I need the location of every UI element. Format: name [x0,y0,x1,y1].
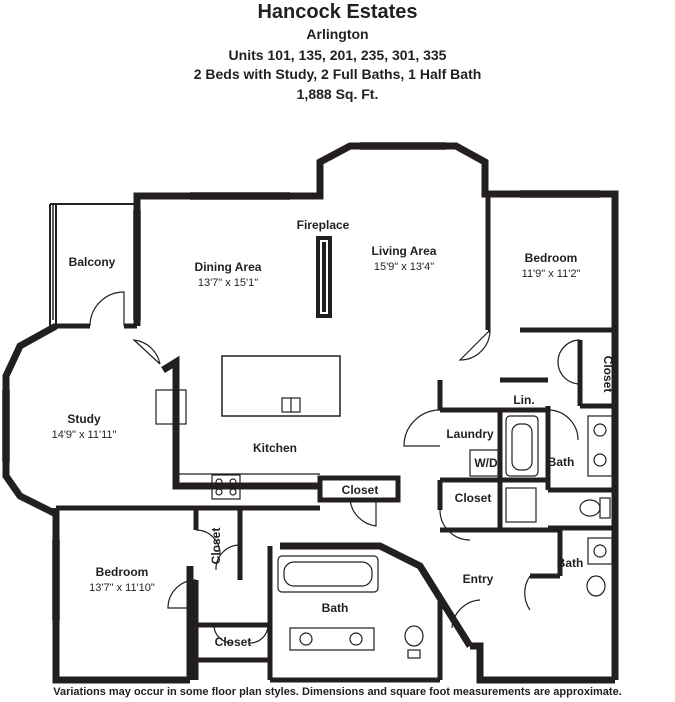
bath-center-label: Bath [322,601,349,615]
door-swings [89,291,581,644]
closet-left-label: Closet [209,528,223,565]
unit-layout: 2 Beds with Study, 2 Full Baths, 1 Half … [193,66,482,82]
interior-walls [56,194,615,683]
washer-dryer-icon [469,449,499,477]
disclaimer: Variations may occur in some floor plan … [53,686,622,698]
cooktop-icon [211,474,241,500]
toilet-half-icon [586,575,606,597]
bedroom-left-dims: 13'7" x 11'10" [89,582,155,594]
exterior-walls [2,142,619,684]
property-name: Hancock Estates [257,1,418,23]
living-area-dims: 15'9" x 13'4" [374,261,434,273]
unit-numbers: Units 101, 135, 201, 235, 301, 335 [228,47,447,63]
bathtub-center-icon [277,555,379,593]
vanity-half-icon [587,537,613,565]
entry-label: Entry [463,572,494,586]
laundry-label: Laundry [446,427,494,441]
bath-right-label: Bath [548,455,575,469]
closet-entry-label: Closet [455,491,492,505]
dining-area-label: Dining Area [195,260,262,274]
square-footage: 1,888 Sq. Ft. [296,86,379,102]
toilet-center-icon [404,625,424,659]
living-area-label: Living Area [372,244,437,258]
fireplace-icon [316,236,332,318]
fireplace-label: Fireplace [297,218,350,232]
shower-icon [505,487,537,523]
kitchen-counter [155,389,320,486]
kitchen-sink-icon [281,397,301,413]
location: Arlington [306,26,369,42]
bathtub-icon [505,415,539,477]
study-label: Study [67,412,101,426]
bath-half-label: Bath [557,556,584,570]
balcony-outline [49,203,137,326]
closet-bottom-label: Closet [215,635,252,649]
bedroom-right-dims: 11'9" x 11'2" [522,268,581,280]
study-dims: 14'9" x 11'11" [52,429,117,441]
washer-dryer-label: W/D [474,456,498,470]
vanity-center-icon [289,627,375,651]
bedroom-right-label: Bedroom [525,251,578,265]
balcony-label: Balcony [69,255,116,269]
toilet-right-icon [579,497,611,519]
windows [2,142,600,620]
closet-right-label: Closet [601,356,615,393]
dining-area-dims: 13'7" x 15'1" [198,277,258,289]
kitchen-island [221,355,341,417]
kitchen-label: Kitchen [253,441,297,455]
bedroom-left-label: Bedroom [96,565,149,579]
linen-label: Lin. [513,393,534,407]
closet-kitchen-label: Closet [342,483,379,497]
vanity-right-icon [587,415,613,477]
